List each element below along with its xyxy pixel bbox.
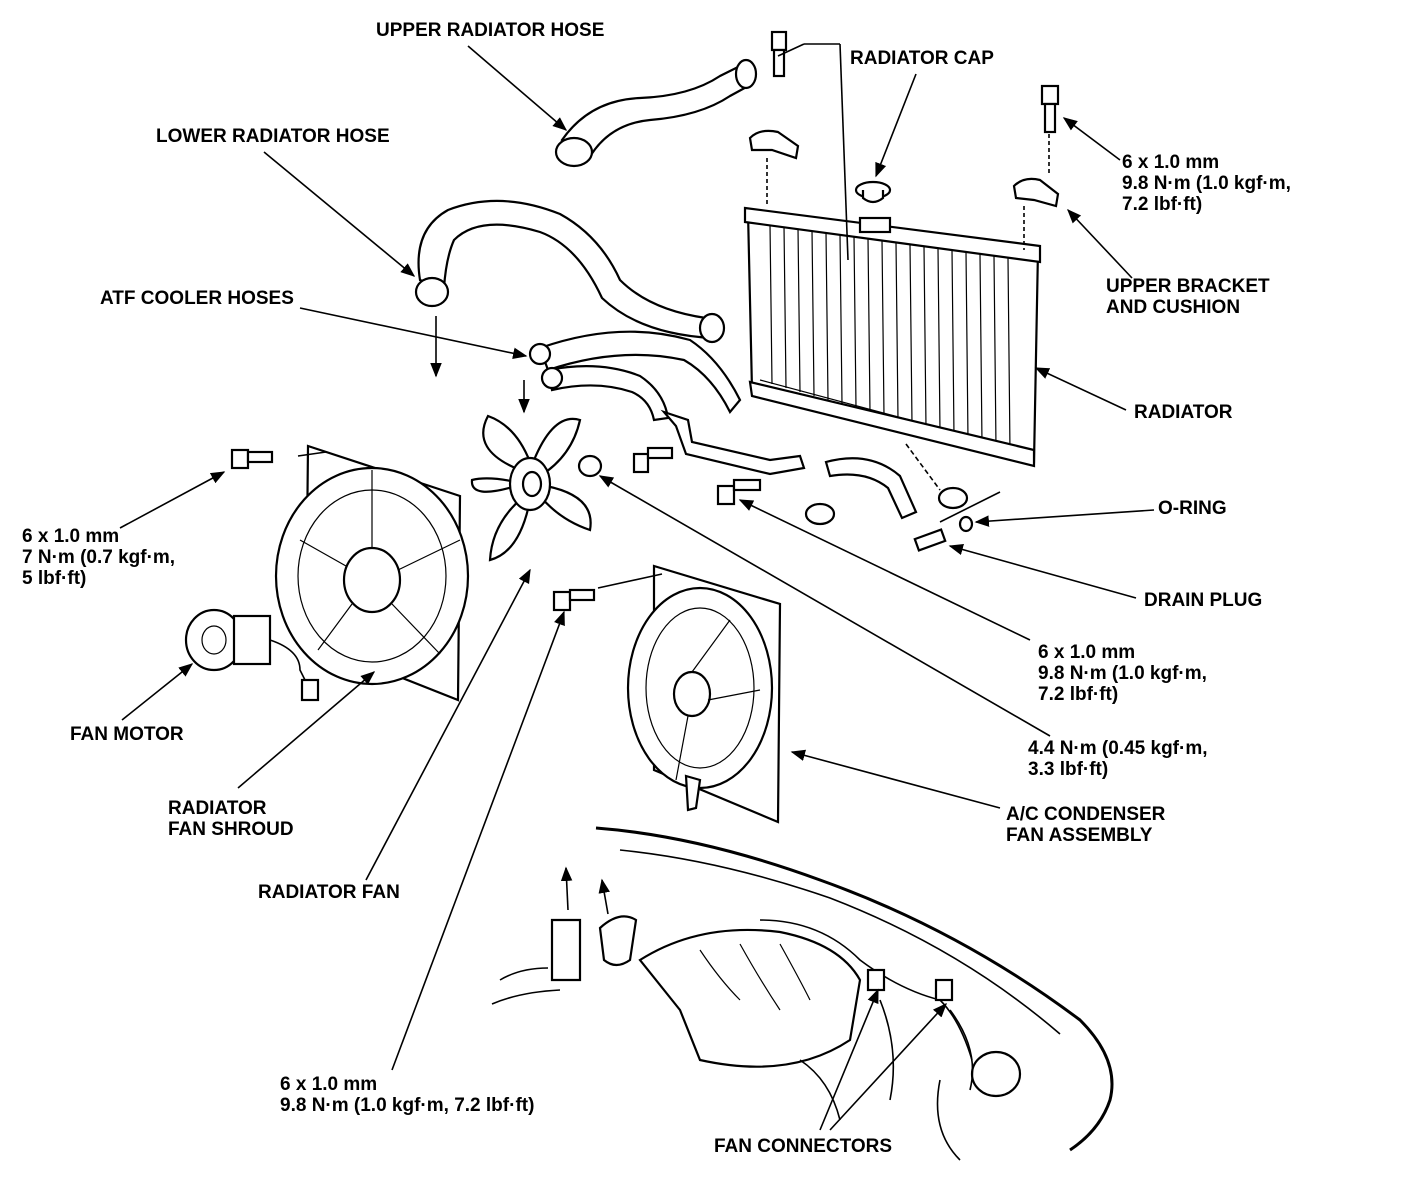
engine-bay [491, 826, 1114, 1161]
cushion-lower-1 [804, 502, 836, 526]
label-radiator-fan: RADIATOR FAN [258, 882, 400, 903]
radiator-cap [854, 180, 892, 234]
fan-nut [577, 454, 603, 478]
radiator [743, 206, 1042, 468]
bolt-condenser [552, 588, 596, 612]
transmission-cooler-line [660, 409, 918, 520]
upper-radiator-hose [554, 58, 758, 168]
label-fan-motor: FAN MOTOR [70, 724, 184, 745]
radiator-fan-shroud [274, 444, 470, 702]
label-radiator-fan-shroud: RADIATOR FAN SHROUD [168, 798, 294, 840]
cushion-lower-2 [937, 486, 969, 510]
torque-spec-condenser-bolt: 6 x 1.0 mm 9.8 N·m (1.0 kgf·m, 7.2 lbf·f… [280, 1074, 535, 1116]
bolt-top-left [770, 30, 788, 78]
radiator-core-fins [769, 223, 1011, 453]
upper-bracket-left [748, 129, 800, 206]
torque-spec-fan-nut: 4.4 N·m (0.45 kgf·m, 3.3 lbf·ft) [1028, 738, 1208, 780]
label-lower-radiator-hose: LOWER RADIATOR HOSE [156, 126, 390, 147]
lower-radiator-hose [414, 199, 726, 344]
label-upper-bracket-and-cushion: UPPER BRACKET AND CUSHION [1106, 276, 1270, 318]
label-drain-plug: DRAIN PLUG [1144, 590, 1263, 611]
radiator-fan [470, 414, 592, 562]
bolt-top-right [1040, 84, 1060, 176]
label-o-ring: O-RING [1158, 498, 1227, 519]
drain-plug [913, 528, 947, 552]
leader-lines [119, 43, 1155, 1131]
ac-condenser-fan-assembly [626, 564, 782, 824]
label-atf-cooler-hoses: ATF COOLER HOSES [100, 288, 294, 309]
bolt-mid-1 [632, 446, 674, 474]
label-ac-condenser-fan-assembly: A/C CONDENSER FAN ASSEMBLY [1006, 804, 1166, 846]
upper-bracket-right [1012, 177, 1060, 250]
torque-spec-bracket-bolt: 6 x 1.0 mm 9.8 N·m (1.0 kgf·m, 7.2 lbf·f… [1122, 152, 1291, 215]
label-radiator: RADIATOR [1134, 402, 1233, 423]
bolt-mid-2 [716, 478, 762, 506]
label-radiator-cap: RADIATOR CAP [850, 48, 994, 69]
label-fan-connectors: FAN CONNECTORS [714, 1136, 893, 1157]
atf-cooler-hoses [528, 330, 742, 422]
o-ring [958, 515, 974, 533]
fan-motor [184, 608, 320, 702]
bolt-shroud [230, 448, 274, 470]
torque-spec-lower-bolt: 6 x 1.0 mm 9.8 N·m (1.0 kgf·m, 7.2 lbf·f… [1038, 642, 1207, 705]
label-upper-radiator-hose: UPPER RADIATOR HOSE [376, 20, 605, 41]
torque-spec-shroud-bolt: 6 x 1.0 mm 7 N·m (0.7 kgf·m, 5 lbf·ft) [22, 526, 176, 589]
